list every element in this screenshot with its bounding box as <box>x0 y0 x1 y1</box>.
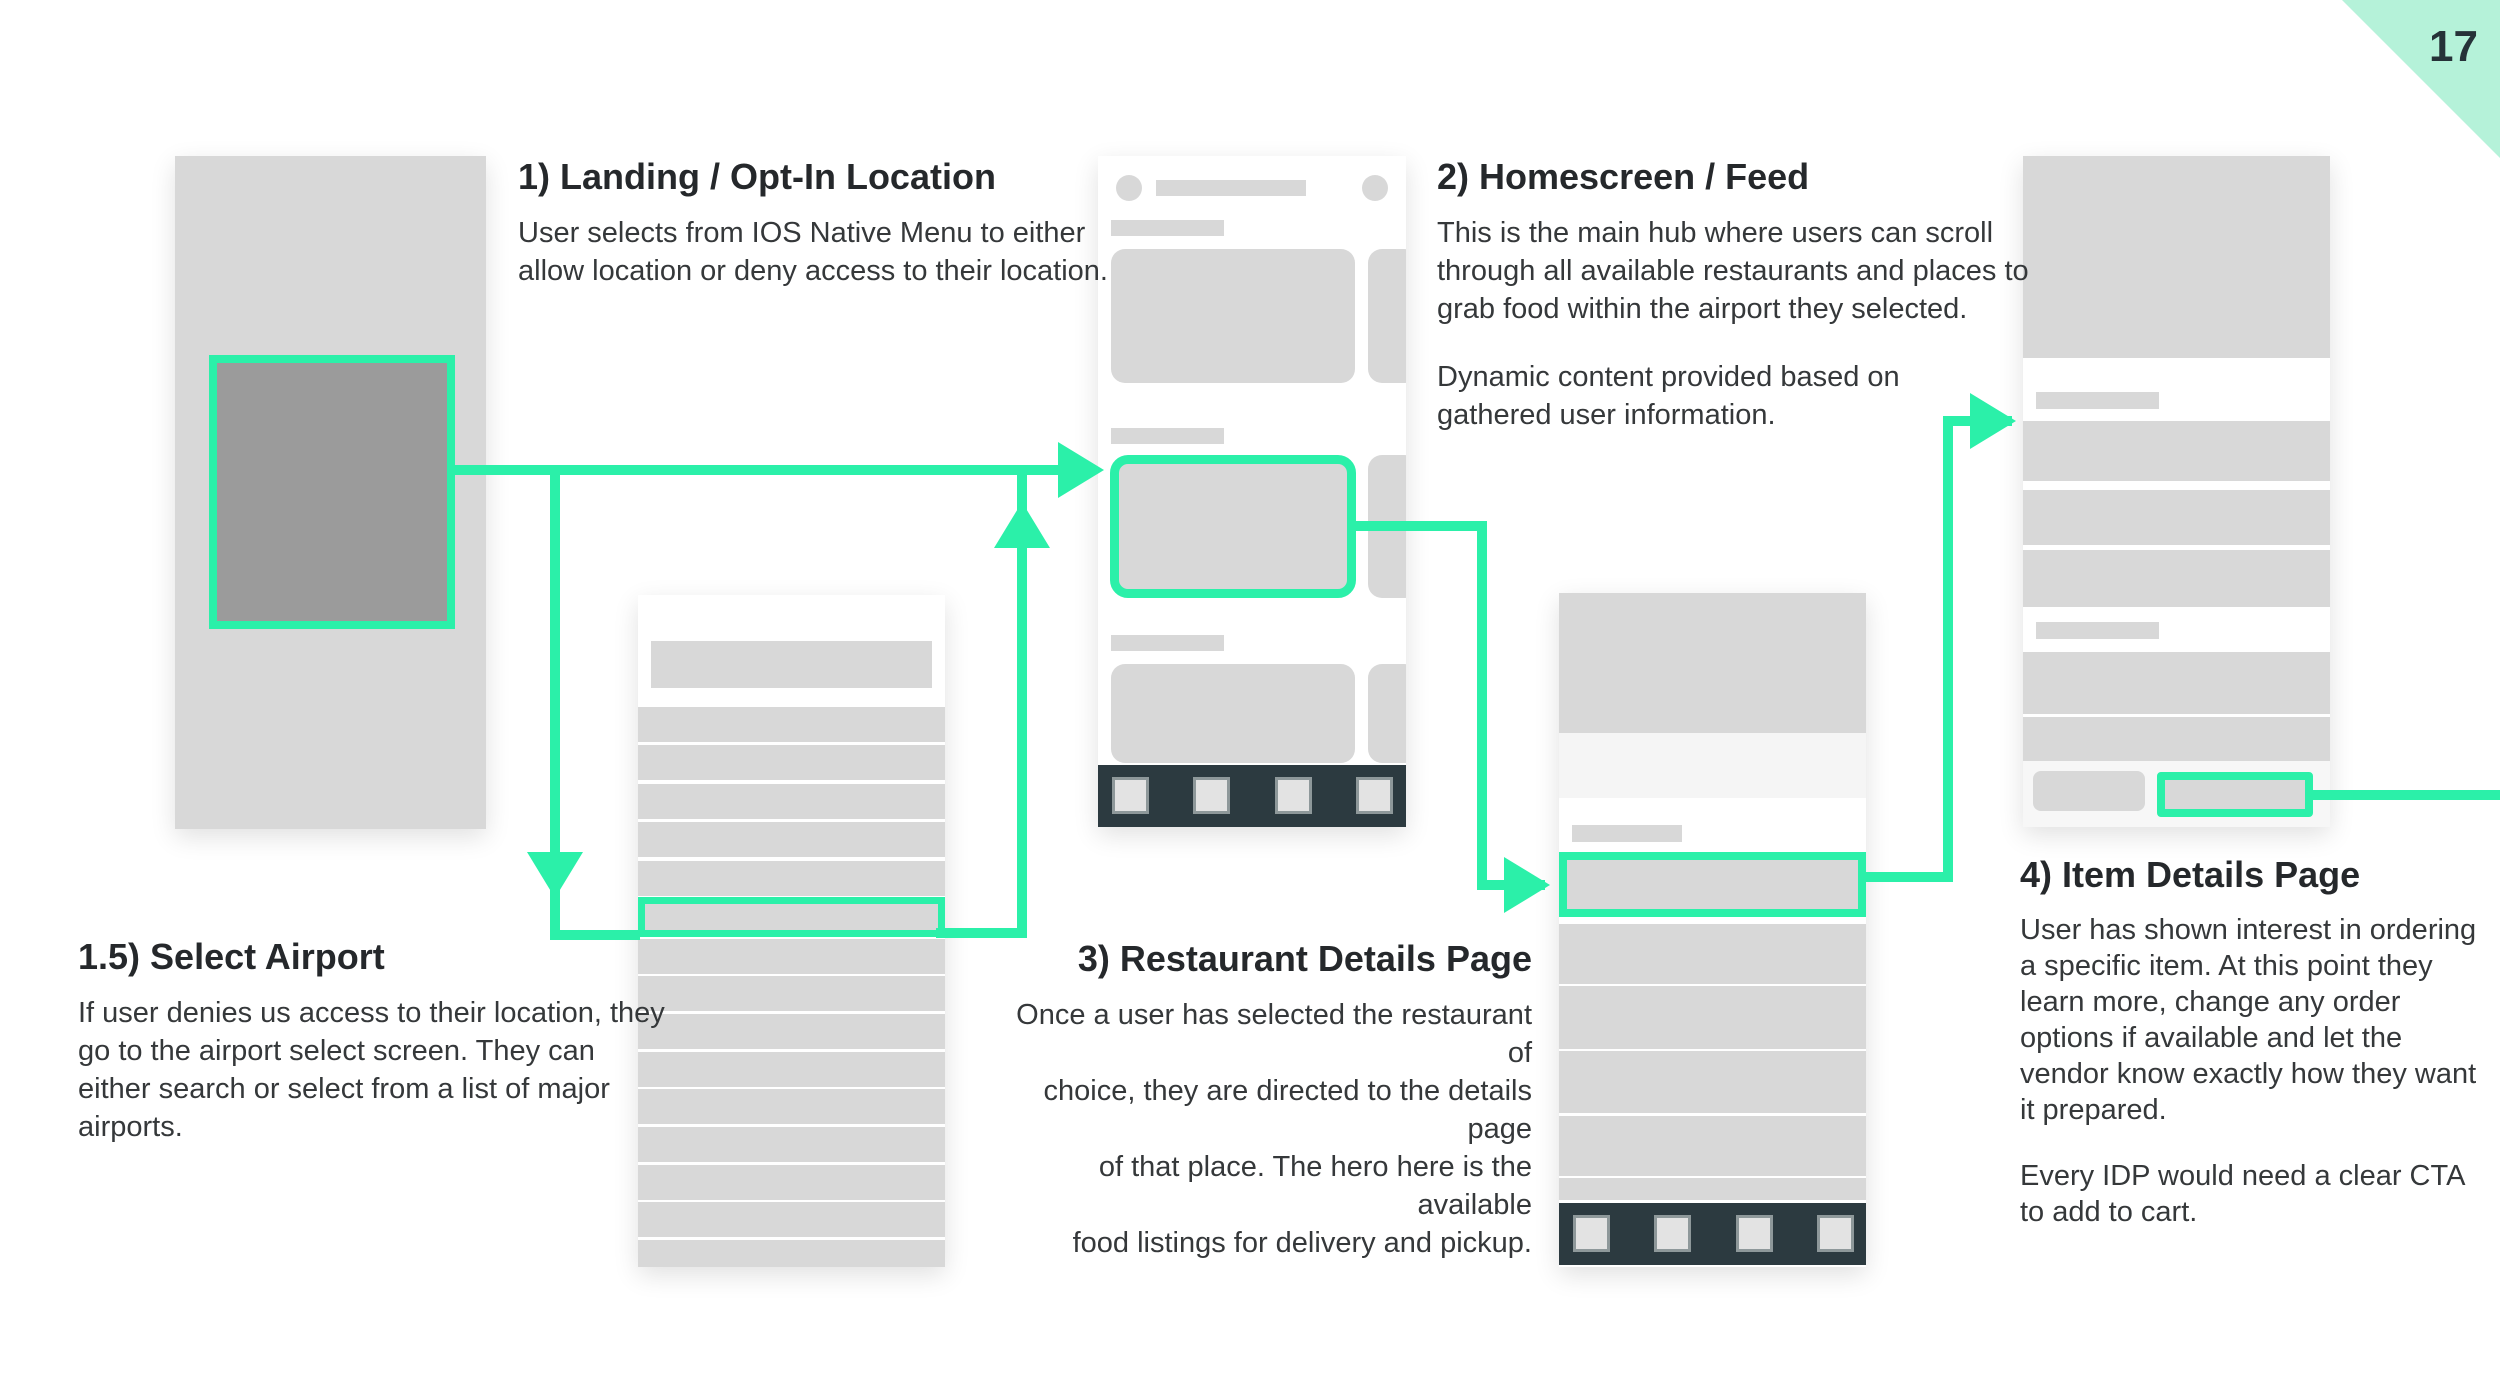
info-band-placeholder <box>1559 733 1866 798</box>
feed-card-placeholder <box>1111 664 1355 763</box>
option-row-placeholder <box>2023 652 2330 714</box>
section-label-placeholder <box>1111 428 1224 444</box>
annotation-restaurant: 3) Restaurant Details Page Once a user h… <box>1000 938 1532 1262</box>
section-label-placeholder <box>1111 220 1224 236</box>
menu-row-placeholder <box>1559 986 1866 1049</box>
selected-airport-row-highlight <box>638 897 945 937</box>
annotation-heading: 4) Item Details Page <box>2020 854 2361 895</box>
flow-line-airport-merge <box>936 470 1027 938</box>
list-row <box>638 707 945 742</box>
annotation-body: Dynamic content provided based on gather… <box>1437 361 1900 431</box>
wireframe-item-details-screen <box>2023 156 2330 827</box>
annotation-heading: 1.5) Select Airport <box>78 936 385 977</box>
feed-card-partial <box>1368 455 1406 598</box>
list-row <box>638 1240 945 1267</box>
tab-icon-placeholder <box>1275 777 1312 814</box>
search-bar-placeholder <box>651 641 932 688</box>
flow-line-landing-to-airport <box>550 465 640 940</box>
annotation-item-details: 4) Item Details Page User has shown inte… <box>2020 854 2500 1230</box>
list-row <box>638 861 945 896</box>
list-row <box>638 939 945 974</box>
list-row <box>638 1127 945 1162</box>
tab-icon-placeholder <box>1654 1215 1691 1252</box>
quantity-placeholder <box>2033 771 2145 811</box>
wireframe-homescreen <box>1098 156 1406 827</box>
annotation-landing: 1) Landing / Opt-In Location User select… <box>518 156 1118 290</box>
annotation-body: Once a user has selected the restaurant … <box>1016 999 1532 1259</box>
annotation-heading: 3) Restaurant Details Page <box>1077 938 1532 979</box>
list-row <box>638 1052 945 1087</box>
section-label-placeholder <box>1572 825 1682 842</box>
arrowhead-up-merge <box>994 502 1050 548</box>
annotation-body: User has shown interest in ordering a sp… <box>2020 914 2477 1126</box>
tab-icon-placeholder <box>1112 777 1149 814</box>
feed-card-placeholder <box>1111 249 1355 383</box>
annotation-select-airport: 1.5) Select Airport If user denies us ac… <box>78 936 678 1146</box>
tab-icon-placeholder <box>1817 1215 1854 1252</box>
list-row <box>638 1014 945 1049</box>
profile-icon-placeholder <box>1362 175 1388 201</box>
page-number: 17 <box>2429 22 2478 71</box>
section-label-placeholder <box>1111 635 1224 651</box>
flow-line-restaurant-to-item <box>1862 416 2012 882</box>
selected-restaurant-card-highlight <box>1110 455 1356 598</box>
annotation-heading: 2) Homescreen / Feed <box>1437 156 1810 197</box>
option-row-placeholder <box>2023 550 2330 607</box>
tab-icon-placeholder <box>1573 1215 1610 1252</box>
list-row <box>638 1165 945 1200</box>
wireframe-restaurant-details-screen <box>1559 593 1866 1267</box>
hero-image-placeholder <box>1559 593 1866 733</box>
section-label-placeholder <box>2036 622 2159 639</box>
tab-bar <box>1098 765 1406 827</box>
add-to-cart-cta-highlight <box>2157 772 2313 817</box>
annotation-body: This is the main hub where users can scr… <box>1437 217 2029 325</box>
menu-row-placeholder <box>1559 924 1866 984</box>
annotation-body: If user denies us access to their locati… <box>78 997 665 1143</box>
wireframe-landing-screen <box>175 156 486 829</box>
list-row <box>638 745 945 780</box>
tab-bar <box>1559 1203 1866 1265</box>
tab-icon-placeholder <box>1356 777 1393 814</box>
list-row <box>638 1202 945 1237</box>
title-bar-placeholder <box>1156 180 1306 196</box>
tab-icon-placeholder <box>1736 1215 1773 1252</box>
annotation-homescreen: 2) Homescreen / Feed This is the main hu… <box>1437 156 2037 434</box>
option-row-placeholder <box>2023 490 2330 545</box>
annotation-body: Every IDP would need a clear CTA to add … <box>2020 1160 2466 1228</box>
option-row-placeholder <box>2023 421 2330 481</box>
annotation-body: User selects from IOS Native Menu to eit… <box>518 217 1108 287</box>
list-row <box>638 1089 945 1124</box>
arrowhead-into-restaurant <box>1504 857 1550 913</box>
arrowhead-down-to-airport <box>527 852 583 898</box>
tab-icon-placeholder <box>1193 777 1230 814</box>
list-row <box>638 784 945 819</box>
menu-row-partial <box>1559 1178 1866 1200</box>
option-row-placeholder <box>2023 717 2330 761</box>
hero-image-placeholder <box>2023 156 2330 358</box>
menu-row-placeholder <box>1559 1116 1866 1176</box>
menu-row-placeholder <box>1559 1051 1866 1113</box>
corner-triangle <box>2342 0 2500 158</box>
wireframe-airport-list-screen <box>638 595 945 1267</box>
location-dialog-highlight <box>209 355 455 629</box>
annotation-heading: 1) Landing / Opt-In Location <box>518 156 996 197</box>
selected-menu-item-highlight <box>1559 852 1866 917</box>
list-row <box>638 976 945 1011</box>
section-label-placeholder <box>2036 392 2159 409</box>
avatar-placeholder <box>1116 175 1142 201</box>
list-row <box>638 822 945 857</box>
feed-card-partial <box>1368 664 1406 763</box>
feed-card-partial <box>1368 249 1406 383</box>
